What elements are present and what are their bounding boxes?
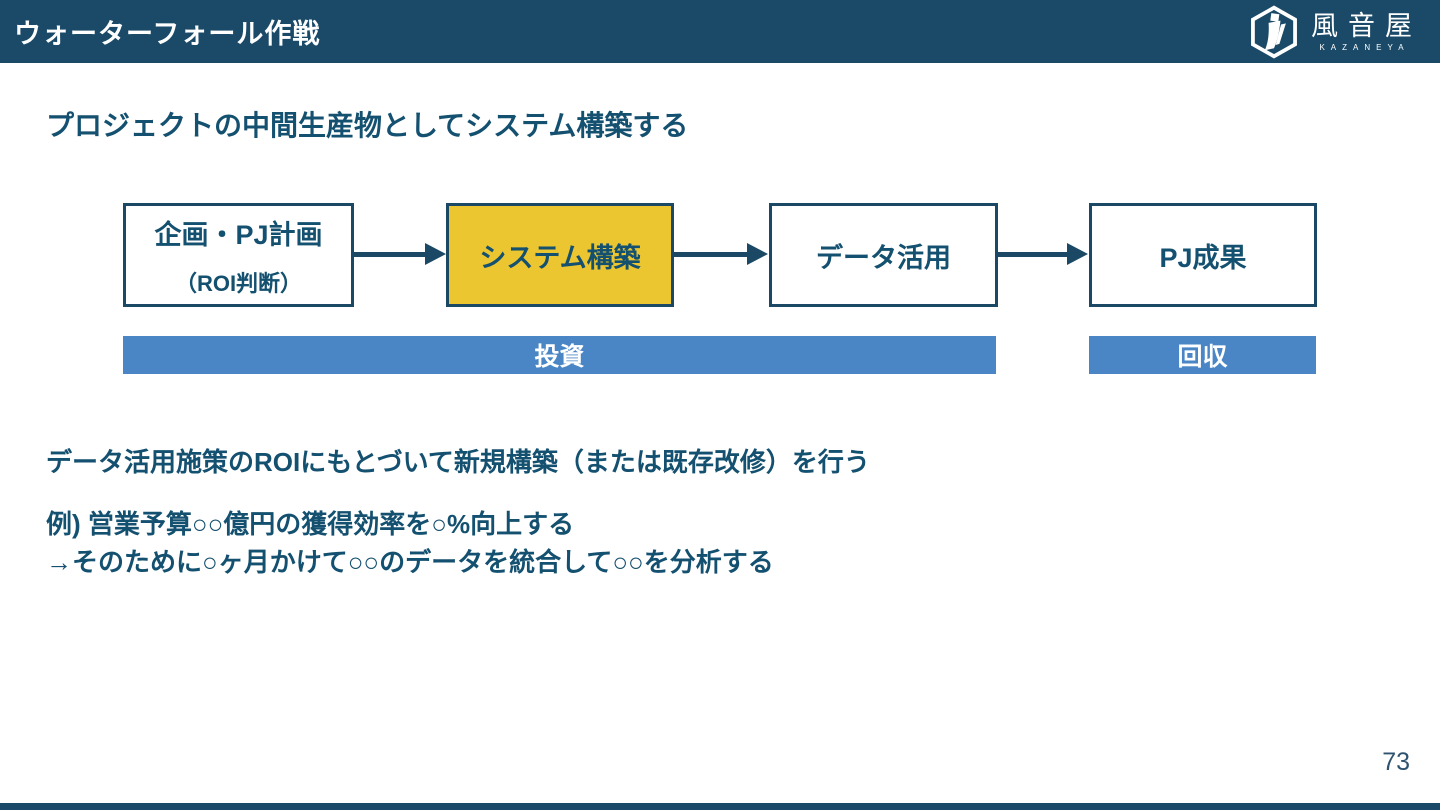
flow-arrow-3-head-icon bbox=[1067, 243, 1088, 265]
flow-box-label: システム構築 bbox=[479, 242, 641, 273]
flow-arrow-2 bbox=[674, 252, 748, 257]
flow-box-label: 企画・PJ計画 bbox=[154, 219, 323, 250]
flow-box-label: データ活用 bbox=[816, 242, 951, 273]
phase-bar-recovery: 回収 bbox=[1089, 336, 1316, 374]
flow-box-data-utilization: データ活用 bbox=[769, 203, 998, 307]
flow-box-pj-result: PJ成果 bbox=[1089, 203, 1317, 307]
example-line-1: 例) 営業予算○○億円の獲得効率を○%向上する bbox=[46, 509, 575, 539]
header-bar: ウォーターフォール作戦 風音屋 KAZANEYA bbox=[0, 0, 1440, 63]
brand-name: 風音屋 bbox=[1311, 10, 1422, 41]
footer-bar bbox=[0, 803, 1440, 810]
page-number: 73 bbox=[1382, 748, 1410, 776]
flow-arrow-2-head-icon bbox=[747, 243, 768, 265]
brand-text: 風音屋 KAZANEYA bbox=[1311, 11, 1412, 53]
flow-arrow-1-head-icon bbox=[425, 243, 446, 265]
flow-box-system-build: システム構築 bbox=[446, 203, 674, 307]
example-line-2: →そのために○ヶ月かけて○○のデータを統合して○○を分析する bbox=[46, 546, 774, 577]
flow-arrow-1 bbox=[354, 252, 426, 257]
body-statement: データ活用施策のROIにもとづいて新規構築（または既存改修）を行う bbox=[46, 447, 870, 477]
flow-arrow-3 bbox=[998, 252, 1068, 257]
brand-subname: KAZANEYA bbox=[1319, 43, 1410, 53]
brand-logo: 風音屋 KAZANEYA bbox=[1247, 4, 1412, 60]
hexagon-waterfall-icon bbox=[1251, 5, 1297, 59]
flow-box-label: PJ成果 bbox=[1159, 242, 1247, 273]
section-heading: プロジェクトの中間生産物としてシステム構築する bbox=[46, 110, 689, 141]
slide-title: ウォーターフォール作戦 bbox=[14, 19, 321, 49]
phase-bar-investment: 投資 bbox=[123, 336, 996, 374]
phase-bar-label: 投資 bbox=[534, 343, 585, 371]
flow-box-planning: 企画・PJ計画 （ROI判断） bbox=[123, 203, 354, 307]
phase-bar-label: 回収 bbox=[1177, 343, 1228, 371]
flow-box-sublabel: （ROI判断） bbox=[174, 270, 303, 296]
example-block: 例) 営業予算○○億円の獲得効率を○%向上する →そのために○ヶ月かけて○○のデ… bbox=[46, 506, 774, 581]
